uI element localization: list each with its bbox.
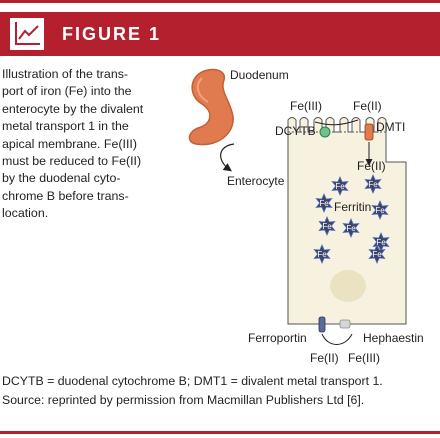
ferroportin-label: Ferroportin <box>248 331 307 345</box>
bottom-rule <box>0 431 440 434</box>
iron-transport-diagram: Duodenum Enterocyte Fe(III) Fe(II) DCYTB… <box>188 68 424 365</box>
dmt1-transporter <box>364 123 374 141</box>
curved-arrow <box>220 143 235 172</box>
footnote-source: Source: reprinted by permission from Mac… <box>2 393 365 407</box>
fe-star-6: Fe <box>342 218 360 238</box>
fe-star-4: Fe <box>371 200 389 220</box>
top-rule <box>0 0 440 3</box>
svg-text:Fe: Fe <box>372 250 382 259</box>
svg-text:Fe: Fe <box>375 206 385 215</box>
svg-text:Fe: Fe <box>317 250 327 259</box>
figure-caption: Illustration of the trans- port of iron … <box>2 67 144 221</box>
fe-star-3: Fe <box>315 193 333 213</box>
svg-text:Fe: Fe <box>346 224 356 233</box>
figure-title: FIGURE 1 <box>62 24 162 44</box>
hephaestin-label: Hephaestin <box>363 331 424 345</box>
dcytb-label: DCYTB <box>275 124 316 138</box>
svg-text:Fe: Fe <box>319 199 329 208</box>
dcytb-transporter <box>319 126 331 138</box>
hephaestin-protein <box>339 319 351 329</box>
duodenum-label: Duodenum <box>230 68 289 82</box>
svg-text:Fe: Fe <box>368 180 378 189</box>
fe-star-2: Fe <box>364 174 382 194</box>
fe3-bottom-label: Fe(III) <box>348 351 380 365</box>
fe-star-8: Fe <box>313 244 331 264</box>
ferritin-label: Ferritin <box>334 200 371 214</box>
fe2-bottom-label: Fe(II) <box>310 351 339 365</box>
svg-text:Fe: Fe <box>335 182 345 191</box>
line-chart-icon <box>10 18 44 50</box>
enterocyte-label: Enterocyte <box>227 174 285 188</box>
ferroportin-transporter <box>318 316 326 333</box>
figure-header: FIGURE 1 <box>0 12 440 56</box>
fe-star-5: Fe <box>318 216 336 236</box>
fe3-top-label: Fe(III) <box>290 99 322 113</box>
figure-footnote: DCYTB = duodenal cytochrome B; DMT1 = di… <box>2 372 438 410</box>
svg-text:Fe: Fe <box>376 238 386 247</box>
fe2-top-label: Fe(II) <box>353 99 382 113</box>
fe2-mid-label: Fe(II) <box>357 159 386 173</box>
dmt1-label: DMTI <box>376 120 405 134</box>
nucleus <box>330 270 366 302</box>
footnote-abbreviations: DCYTB = duodenal cytochrome B; DMT1 = di… <box>2 374 383 388</box>
fe-star-9: Fe <box>368 244 386 264</box>
svg-text:Fe: Fe <box>322 222 332 231</box>
duodenum-organ <box>188 68 234 146</box>
fe-star-1: Fe <box>331 176 349 196</box>
